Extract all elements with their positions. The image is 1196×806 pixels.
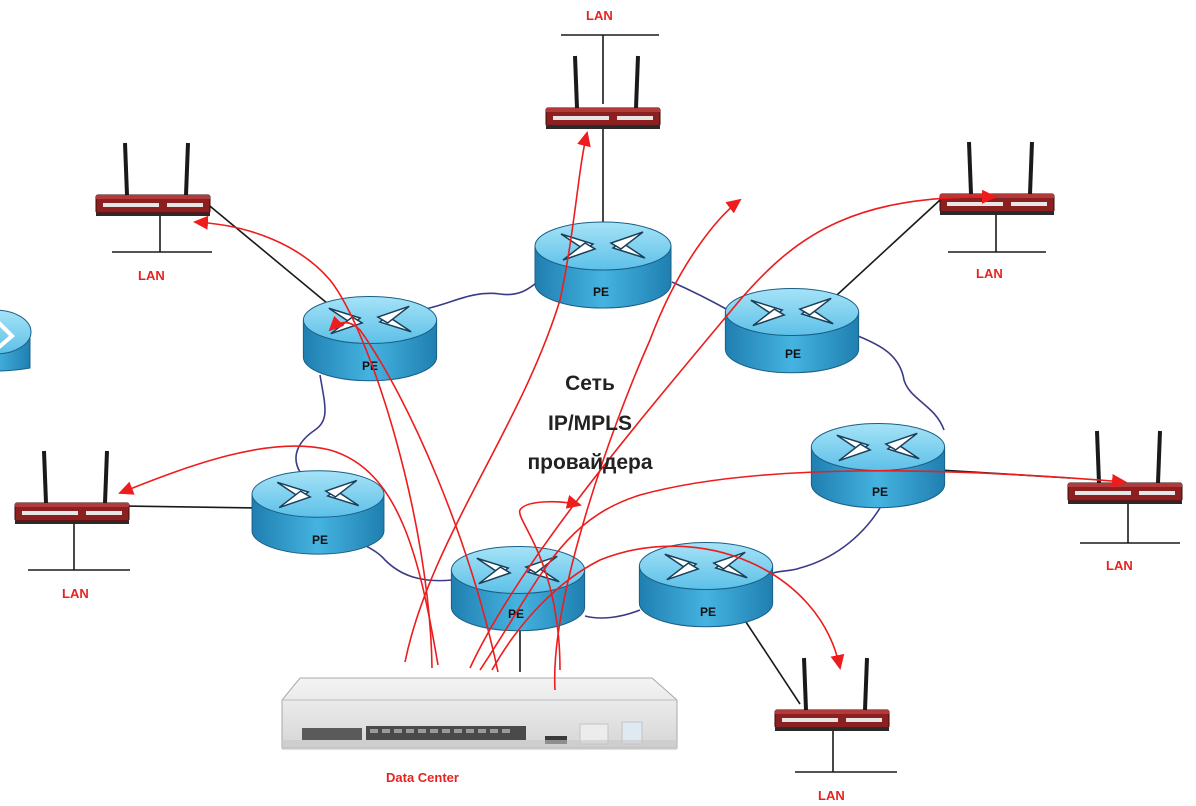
pe-label: PE [700, 605, 716, 619]
pe-label: PE [872, 485, 888, 499]
traffic-flows [118, 131, 1127, 691]
cloud-label-line-1: Сеть [565, 372, 615, 395]
data-center-label: Data Center [386, 770, 459, 785]
pe-label: PE [785, 347, 801, 361]
cpe-router-left-top[interactable] [94, 141, 212, 218]
cloud-label: Сеть IP/MPLS провайдера [527, 372, 652, 474]
pe-label: PE [593, 285, 609, 299]
lan-label-left-top: LAN [138, 268, 165, 283]
cpe-router-bottom-right[interactable] [773, 656, 891, 733]
lan-label-right-top: LAN [976, 266, 1003, 281]
cpe-router-right-top[interactable] [938, 140, 1056, 217]
cloud-label-line-3: провайдера [527, 451, 652, 474]
cpe-router-right[interactable] [1066, 429, 1184, 506]
pe-router-left-bottom[interactable]: PE [251, 469, 385, 555]
cpe-router-left[interactable] [13, 449, 131, 526]
lan-label-left: LAN [62, 586, 89, 601]
provider-cloud [295, 279, 945, 619]
data-center-switch [281, 677, 678, 750]
pe-label: PE [312, 533, 328, 547]
pe-router-right[interactable]: PE [810, 422, 946, 509]
wires [28, 34, 1180, 773]
pe-router-center-bottom[interactable]: PE [450, 545, 586, 632]
pe-router-left-top[interactable]: PE [302, 295, 438, 382]
pe-router-right-top[interactable]: PE [724, 287, 860, 374]
lan-label-top: LAN [586, 8, 613, 23]
lan-label-right: LAN [1106, 558, 1133, 573]
pe-router-top[interactable]: PE [534, 221, 672, 309]
cloud-label-line-2: IP/MPLS [548, 412, 632, 435]
lan-label-bottom-right: LAN [818, 788, 845, 803]
partial-router-left-edge [0, 309, 32, 372]
pe-router-right-bottom[interactable]: PE [638, 541, 774, 628]
